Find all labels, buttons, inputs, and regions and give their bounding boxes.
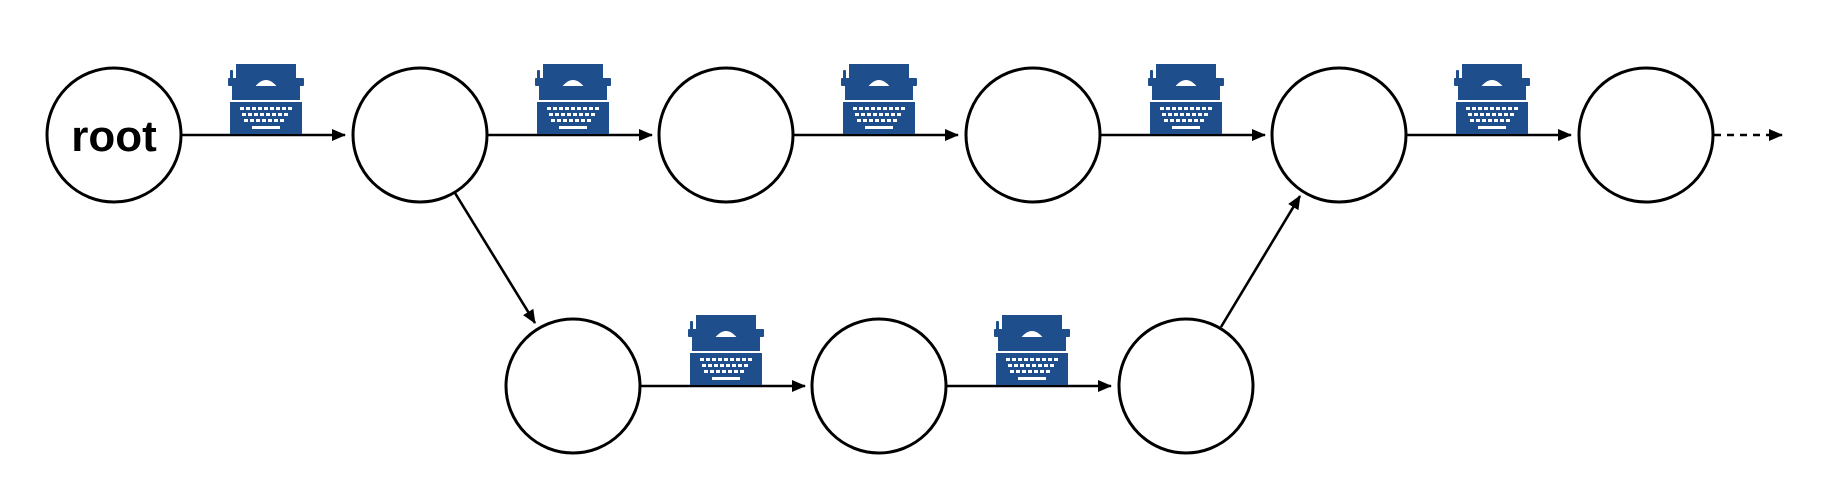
nodes	[45, 66, 1715, 455]
node	[1117, 317, 1255, 455]
edge-n1-b1	[453, 192, 537, 324]
node	[1577, 66, 1715, 204]
edges	[182, 129, 1783, 392]
typewriter-icon	[688, 315, 764, 385]
typewriter-icon	[1454, 64, 1530, 134]
node	[504, 317, 642, 455]
node	[964, 66, 1102, 204]
node	[657, 66, 795, 204]
node-root	[45, 66, 183, 204]
typewriter-icon	[994, 315, 1070, 385]
node	[810, 317, 948, 455]
typewriter-icon	[535, 64, 611, 134]
edge-b3-n4	[1219, 195, 1302, 328]
node	[351, 66, 489, 204]
root-node-label: root	[71, 112, 157, 161]
typewriter-icon	[841, 64, 917, 134]
typewriter-icon	[1148, 64, 1224, 134]
node	[1270, 66, 1408, 204]
typewriter-icon	[228, 64, 304, 134]
